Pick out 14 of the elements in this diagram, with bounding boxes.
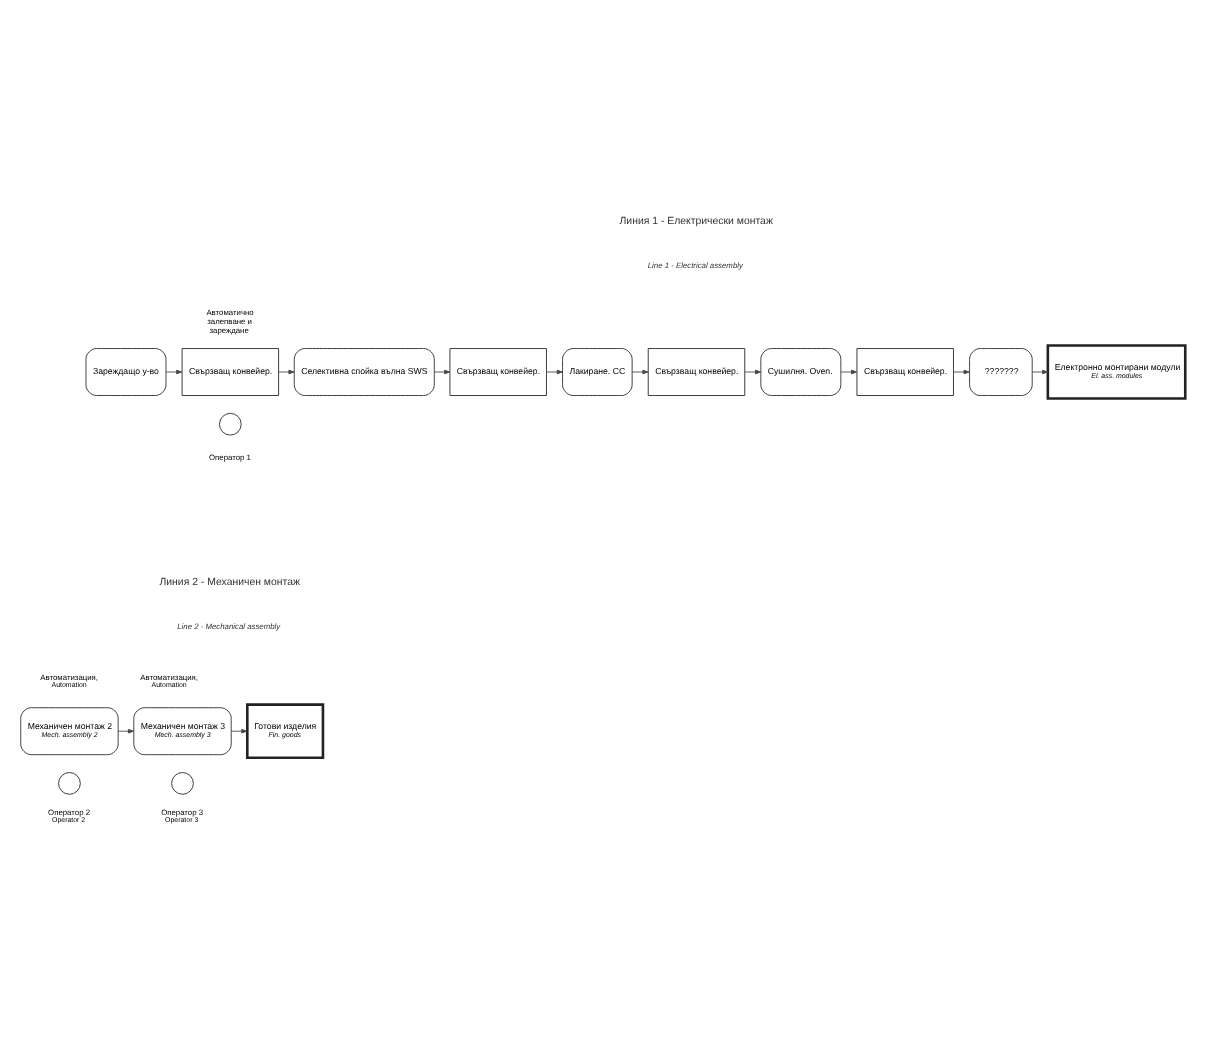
arrow — [631, 369, 649, 375]
arrow — [953, 369, 970, 375]
node-circle — [171, 772, 194, 795]
arrow — [840, 369, 858, 375]
arrow — [278, 369, 295, 375]
arrow — [117, 728, 134, 734]
arrow — [230, 728, 248, 734]
arrow — [433, 369, 451, 375]
arrow — [165, 369, 183, 375]
arrow — [1031, 369, 1049, 375]
node-circle — [58, 772, 81, 795]
arrow — [744, 369, 762, 375]
node-circle — [219, 412, 242, 436]
arrow — [546, 369, 563, 375]
